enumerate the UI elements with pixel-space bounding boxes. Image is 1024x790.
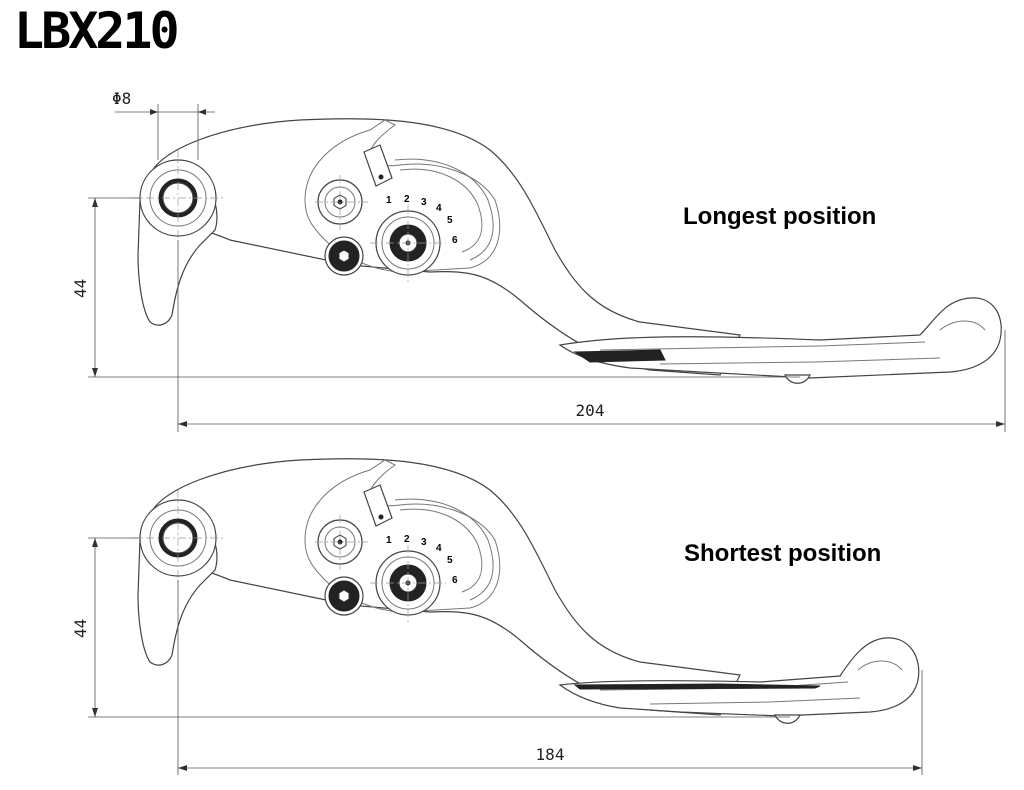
length-dimension-shortest: 184	[177, 580, 923, 775]
caption-shortest: Shortest position	[684, 540, 881, 567]
scale-mark: 4	[436, 543, 442, 554]
length-dimension-longest: 204	[177, 240, 1006, 432]
length-label-shortest: 184	[536, 745, 565, 764]
model-title: LBX210	[14, 2, 180, 60]
height-label-longest: 44	[71, 279, 90, 298]
scale-mark: 5	[447, 215, 453, 226]
lever-view-shortest: 1 2 3 4 5 6 44 184 Shortest posi	[71, 458, 923, 775]
scale-mark: 3	[421, 197, 427, 208]
scale-mark: 5	[447, 555, 453, 566]
scale-mark: 6	[452, 235, 458, 246]
length-label-longest: 204	[576, 401, 605, 420]
scale-marks-shortest: 1 2 3 4 5 6	[386, 534, 458, 586]
scale-mark: 1	[386, 535, 392, 546]
lever-blade-shortest	[558, 637, 920, 717]
scale-mark: 6	[452, 575, 458, 586]
scale-mark: 2	[404, 534, 410, 545]
lever-blade-longest	[558, 297, 1002, 379]
height-dimension-longest: 44	[71, 197, 800, 378]
scale-mark: 1	[386, 195, 392, 206]
lever-view-longest: 1 2 3 4 5 6 Φ8 44	[71, 89, 1006, 432]
scale-mark: 4	[436, 203, 442, 214]
scale-mark: 3	[421, 537, 427, 548]
caption-longest: Longest position	[683, 203, 876, 230]
diameter-dimension: Φ8	[112, 89, 215, 160]
scale-mark: 2	[404, 194, 410, 205]
height-label-shortest: 44	[71, 619, 90, 638]
scale-marks-longest: 1 2 3 4 5 6	[386, 194, 458, 246]
height-dimension-shortest: 44	[71, 537, 790, 718]
diameter-label: Φ8	[112, 89, 131, 108]
